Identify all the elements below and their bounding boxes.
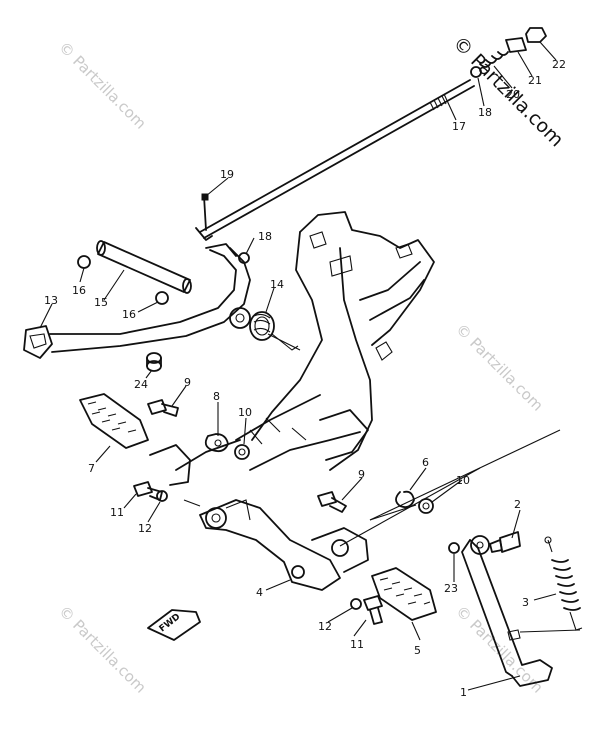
callout-14: 14 (270, 278, 284, 291)
callout-9-upper: 9 (184, 376, 191, 389)
callout-5: 5 (414, 644, 421, 657)
callout-10-left: 10 (238, 406, 252, 419)
part-pivot-shaft (96, 240, 192, 294)
callout-16-lower: 16 (122, 308, 136, 321)
part-bolt-11-left (133, 481, 163, 501)
part-joint-21 (505, 37, 527, 53)
part-bolt-9-upper (147, 399, 179, 417)
part-footrest-bracket (183, 499, 369, 591)
callout-12-left: 12 (138, 522, 152, 535)
part-bolt-2 (489, 531, 521, 553)
callout-21: 21 (528, 74, 542, 87)
leader-lines (39, 41, 557, 691)
part-nut-10-right (418, 498, 434, 514)
callout-labels: 1 2 3 4 5 6 7 8 9 9 10 10 11 11 12 12 13… (44, 58, 566, 699)
fwd-arrow: FWD (147, 609, 201, 641)
frame-structure (149, 211, 435, 486)
part-circlip-16-upper (77, 255, 91, 269)
callout-3: 3 (522, 596, 529, 609)
part-brake-rod (195, 79, 475, 241)
part-spring-3 (544, 536, 583, 631)
callout-10-right: 10 (456, 474, 470, 487)
assembly-lines (267, 333, 581, 633)
part-bolt-11-right (363, 595, 383, 625)
callout-6: 6 (422, 456, 429, 469)
part-side-stand (461, 535, 553, 687)
part-spring-20 (479, 51, 509, 68)
callout-24: 24 (134, 378, 148, 391)
callout-19: 19 (220, 168, 234, 181)
part-adjuster-nut-22 (525, 27, 547, 43)
callout-22: 22 (552, 58, 566, 71)
callout-4: 4 (256, 586, 263, 599)
watermark-bottom-left: © Partzilla.com (55, 602, 150, 697)
part-pin-8 (204, 433, 229, 453)
part-bolt-9-lower (317, 491, 347, 513)
callout-17: 17 (452, 120, 466, 133)
watermark-mid-right: © Partzilla.com (452, 320, 547, 415)
callout-12-right: 12 (318, 620, 332, 633)
fwd-label: FWD (158, 612, 183, 634)
callout-1: 1 (460, 686, 467, 699)
part-nut-18-rod (470, 66, 482, 78)
callout-23: 23 (444, 582, 458, 595)
part-return-spring (249, 311, 299, 351)
part-washer-12-right (350, 598, 362, 610)
part-footrest-left (79, 393, 149, 449)
part-pin-19 (201, 193, 209, 231)
callout-20: 20 (506, 88, 520, 101)
callout-16-upper: 16 (72, 284, 86, 297)
callout-7: 7 (88, 462, 95, 475)
part-nut-10-left (234, 444, 250, 460)
callout-18-rod: 18 (478, 106, 492, 119)
part-washer-12-left (156, 490, 168, 502)
part-footrest-right (371, 567, 437, 621)
callout-13: 13 (44, 294, 58, 307)
callout-9-lower: 9 (358, 468, 365, 481)
part-clip-6 (395, 490, 415, 509)
part-nut-18-pedal (238, 252, 250, 264)
watermark-top-left: © Partzilla.com (55, 38, 150, 133)
callout-18-pedal: 18 (258, 230, 272, 243)
part-collar-24 (146, 352, 162, 372)
callout-11-right: 11 (350, 638, 364, 651)
part-nut-23 (448, 542, 460, 554)
part-brake-pedal (23, 243, 251, 359)
watermarks: © Partzilla.com © Partzilla.com © Partzi… (55, 32, 568, 697)
part-circlip-16-lower (155, 291, 169, 305)
callout-8: 8 (213, 390, 220, 403)
callout-11-left: 11 (110, 506, 124, 519)
callout-2: 2 (514, 498, 521, 511)
callout-15: 15 (94, 296, 108, 309)
